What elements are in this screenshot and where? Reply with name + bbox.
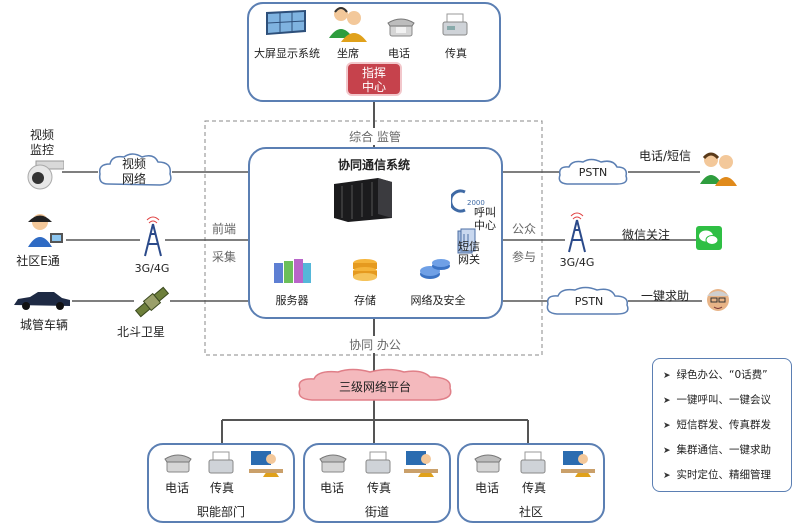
platform-label: 三级网络平台 bbox=[338, 380, 411, 394]
fax-icon bbox=[441, 13, 469, 37]
tower-left-label: 3G/4G bbox=[134, 262, 170, 275]
elderly-person-icon bbox=[702, 286, 734, 316]
video-network-label: 视频 网络 bbox=[121, 157, 146, 186]
unit-worker-icon bbox=[404, 447, 438, 477]
servers-label: 服务器 bbox=[275, 294, 309, 307]
feature-item: ➤ 实时定位、精细管理 bbox=[663, 467, 771, 482]
tower-left-icon bbox=[141, 216, 165, 258]
vehicle-icon bbox=[12, 291, 72, 311]
unit-fax-label: 传真 bbox=[366, 481, 391, 495]
top-divider-label: 综合 监管 bbox=[330, 128, 420, 145]
unit-phone-icon bbox=[318, 451, 348, 473]
feature-text: 实时定位、精细管理 bbox=[676, 469, 772, 481]
beidou-label: 北斗卫星 bbox=[116, 325, 165, 339]
call-center-icon: 2000 bbox=[449, 189, 491, 213]
seat-label: 坐席 bbox=[337, 47, 359, 60]
feature-text: 一键呼叫、一键会议 bbox=[676, 394, 772, 406]
sms-gateway-icon bbox=[456, 228, 476, 254]
tower-right-icon bbox=[565, 212, 589, 254]
wechat-icon bbox=[696, 226, 722, 250]
arrow-icon: ➤ bbox=[663, 421, 671, 431]
unit-name: 职能部门 bbox=[196, 505, 245, 519]
community-user-icon bbox=[26, 213, 64, 247]
unit-fax-label: 传真 bbox=[521, 481, 546, 495]
satellite-icon bbox=[134, 284, 170, 320]
call-center-label: 呼叫 中心 bbox=[474, 206, 496, 232]
unit-fax-label: 传真 bbox=[209, 481, 234, 495]
seat-agents-icon bbox=[327, 4, 367, 42]
right-divider-label: 公众 参与 bbox=[511, 222, 536, 264]
video-monitor-label: 视频 监控 bbox=[29, 128, 54, 157]
unit-phone-label: 电话 bbox=[164, 481, 189, 495]
unit-name: 街道 bbox=[364, 505, 389, 519]
core-title: 协同通信系统 bbox=[337, 158, 410, 172]
arrow-icon: ➤ bbox=[663, 371, 671, 381]
unit-phone-icon bbox=[163, 451, 193, 473]
pstn-bottom-label: PSTN bbox=[574, 295, 604, 308]
phone-sms-label: 电话/短信 bbox=[638, 149, 692, 163]
feature-text: 短信群发、传真群发 bbox=[676, 419, 772, 431]
command-title-line1: 指挥 bbox=[361, 66, 386, 80]
camera-icon bbox=[22, 159, 65, 191]
unit-worker-icon bbox=[249, 447, 283, 477]
feature-text: 绿色办公、“0话费” bbox=[676, 369, 768, 381]
vehicle-label: 城管车辆 bbox=[19, 318, 68, 332]
storage-icon bbox=[350, 255, 380, 285]
feature-item: ➤ 一键呼叫、一键会议 bbox=[663, 392, 771, 407]
left-divider-label: 前端 采集 bbox=[211, 222, 236, 264]
pstn-top-label: PSTN bbox=[578, 166, 608, 179]
command-center-title: 指挥 中心 bbox=[346, 62, 402, 96]
pstn-bottom-cloud bbox=[545, 286, 631, 318]
pstn-top-cloud bbox=[557, 158, 629, 188]
fax-label: 传真 bbox=[445, 47, 467, 60]
unit-name: 社区 bbox=[518, 505, 543, 519]
unit-phone-label: 电话 bbox=[474, 481, 499, 495]
feature-list: ➤ 绿色办公、“0话费” ➤ 一键呼叫、一键会议 ➤ 短信群发、传真群发 ➤ 集群通信、… bbox=[652, 358, 792, 492]
one-key-label: 一键求助 bbox=[640, 289, 689, 303]
svg-text:2000: 2000 bbox=[467, 199, 485, 207]
video-network-cloud bbox=[96, 152, 174, 192]
feature-item: ➤ 绿色办公、“0话费” bbox=[663, 367, 768, 382]
big-screen-icon bbox=[263, 8, 309, 38]
storage-label: 存储 bbox=[354, 294, 376, 307]
community-e-label: 社区E通 bbox=[16, 254, 60, 268]
unit-fax-icon bbox=[207, 451, 235, 475]
sms-gateway-label: 短信 网关 bbox=[458, 240, 480, 266]
unit-phone-icon bbox=[473, 451, 503, 473]
feature-item: ➤ 集群通信、一键求助 bbox=[663, 442, 771, 457]
wechat-label: 微信关注 bbox=[621, 228, 670, 242]
unit-fax-icon bbox=[519, 451, 547, 475]
platform-cloud bbox=[294, 368, 456, 404]
arrow-icon: ➤ bbox=[663, 446, 671, 456]
unit-fax-icon bbox=[364, 451, 392, 475]
unit-phone-label: 电话 bbox=[319, 481, 344, 495]
arrow-icon: ➤ bbox=[663, 396, 671, 406]
arrow-icon: ➤ bbox=[663, 471, 671, 481]
feature-text: 集群通信、一键求助 bbox=[676, 444, 772, 456]
command-title-line2: 中心 bbox=[361, 80, 386, 94]
network-security-label: 网络及安全 bbox=[410, 294, 466, 307]
public-users-icon bbox=[699, 150, 739, 186]
unit-worker-icon bbox=[561, 447, 595, 477]
big-screen-label: 大屏显示系统 bbox=[254, 47, 320, 60]
network-security-icon bbox=[418, 257, 452, 283]
server-rack-icon bbox=[328, 178, 396, 222]
phone-label: 电话 bbox=[388, 47, 410, 60]
tower-right-label: 3G/4G bbox=[559, 256, 595, 269]
bottom-divider-label: 协同 办公 bbox=[330, 336, 420, 353]
feature-item: ➤ 短信群发、传真群发 bbox=[663, 417, 771, 432]
phone-icon bbox=[386, 15, 416, 37]
servers-icon bbox=[272, 255, 312, 285]
